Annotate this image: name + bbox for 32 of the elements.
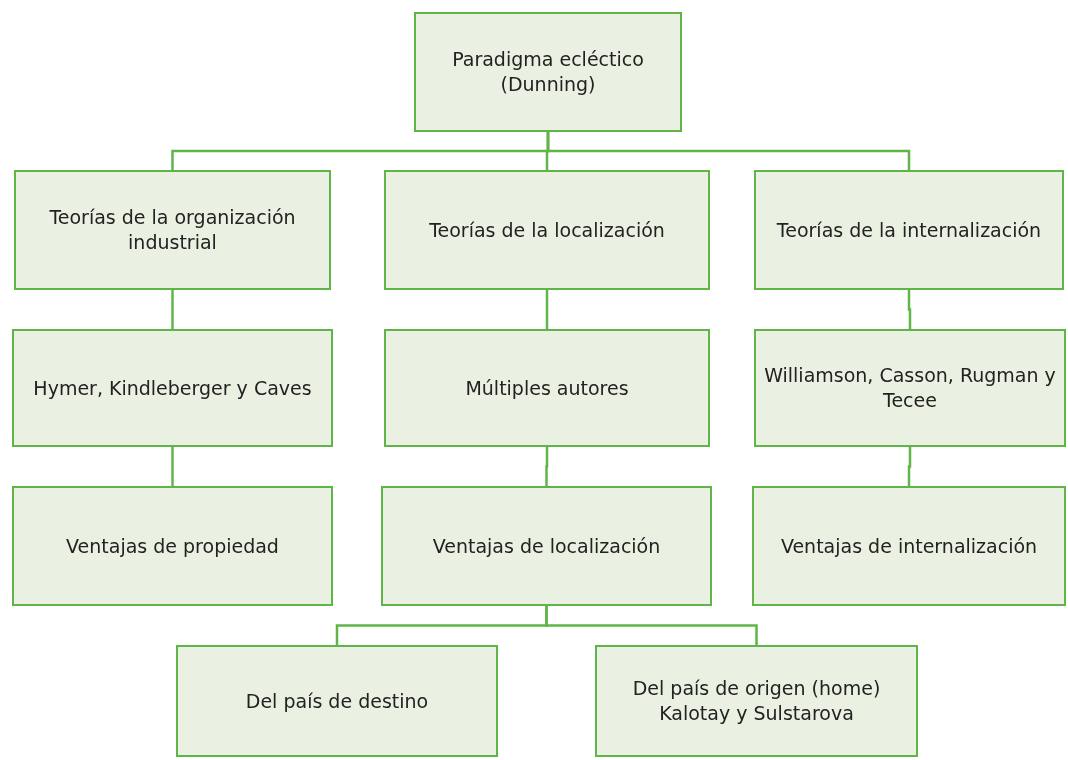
connector-line (907, 447, 912, 486)
concept-box (12, 329, 333, 447)
concept-box (381, 486, 712, 606)
box-label: Múltiples autores (465, 375, 629, 401)
concept-box (595, 645, 918, 757)
box-label: Del país de origen (home) Kalotay y Sulstarova (631, 676, 882, 726)
concept-box (176, 645, 498, 757)
box-label: Teorías de la internalización (776, 217, 1042, 243)
box-label: Ventajas de localización (432, 533, 661, 559)
concept-box (754, 329, 1066, 447)
connector-line (546, 132, 911, 170)
concept-box (754, 170, 1064, 290)
connector-line (545, 606, 758, 645)
connector-line (907, 290, 912, 329)
box-label: Ventajas de internalización (780, 533, 1038, 559)
concept-box (752, 486, 1066, 606)
concept-box (414, 12, 682, 132)
concept-box (12, 486, 333, 606)
concept-box (384, 170, 710, 290)
connector-line (171, 447, 174, 486)
concept-box (14, 170, 331, 290)
box-label: Del país de destino (245, 688, 429, 714)
connector-line (545, 290, 549, 329)
connector-line (545, 447, 549, 486)
box-label: Paradigma ecléctico (Dunning) (451, 47, 645, 97)
box-label: Teorías de la localización (429, 217, 665, 243)
box-label: Ventajas de propiedad (66, 533, 279, 559)
box-label: Williamson, Casson, Rugman y Tecee (764, 363, 1056, 413)
concept-box (384, 329, 710, 447)
box-label: Teorías de la organización industrial (48, 205, 297, 255)
connector-line (171, 290, 174, 329)
box-label: Hymer, Kindleberger y Caves (33, 375, 312, 401)
